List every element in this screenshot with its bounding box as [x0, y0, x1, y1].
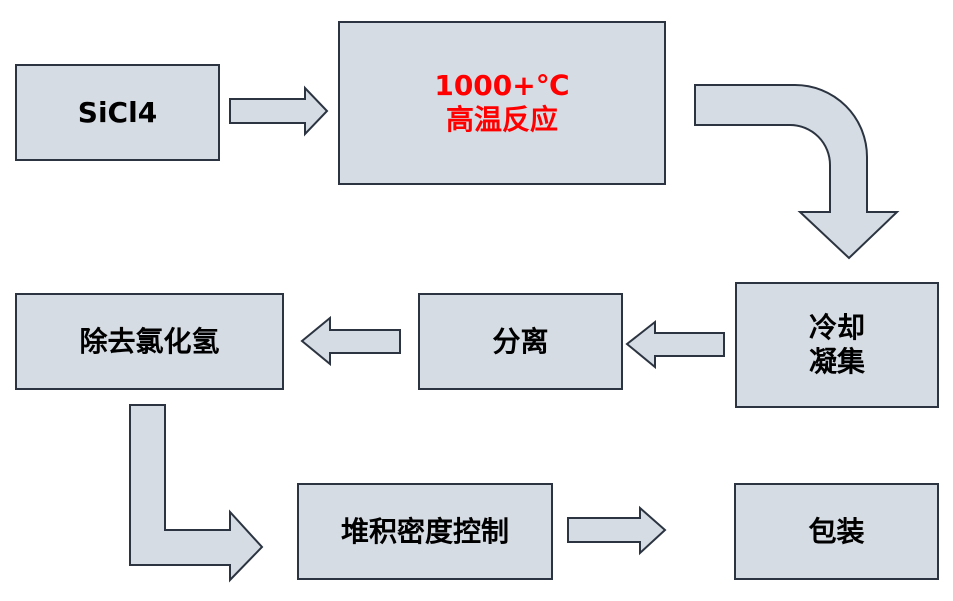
node-sicl4: SiCl4: [15, 64, 220, 161]
node-sicl4-label: SiCl4: [77, 95, 158, 129]
node-high-temp-reaction: 1000+℃ 高温反应: [338, 21, 666, 185]
arrow-separation-to-remove-hcl: [300, 315, 401, 367]
reaction-temperature: 1000+℃: [434, 69, 570, 103]
reaction-label: 高温反应: [445, 103, 558, 136]
arrow-cooling-to-separation: [625, 319, 725, 370]
density-control-label: 堆积密度控制: [340, 514, 509, 548]
remove-hcl-label: 除去氯化氢: [79, 324, 220, 358]
cooling-label-line1: 冷却: [808, 311, 865, 345]
cooling-label-line2: 凝集: [808, 345, 865, 378]
arrow-reaction-to-cooling: [694, 84, 900, 260]
arrow-remove-hcl-to-density: [129, 404, 264, 583]
node-cooling-condensation: 冷却 凝集: [735, 282, 939, 408]
arrow-sicl4-to-reaction: [229, 85, 329, 137]
node-density-control: 堆积密度控制: [297, 483, 553, 580]
arrow-density-to-packaging: [567, 505, 667, 556]
separation-label: 分离: [492, 324, 549, 358]
node-separation: 分离: [418, 293, 623, 390]
packaging-label: 包装: [808, 514, 865, 548]
node-remove-hcl: 除去氯化氢: [15, 293, 284, 390]
node-packaging: 包装: [734, 483, 939, 580]
